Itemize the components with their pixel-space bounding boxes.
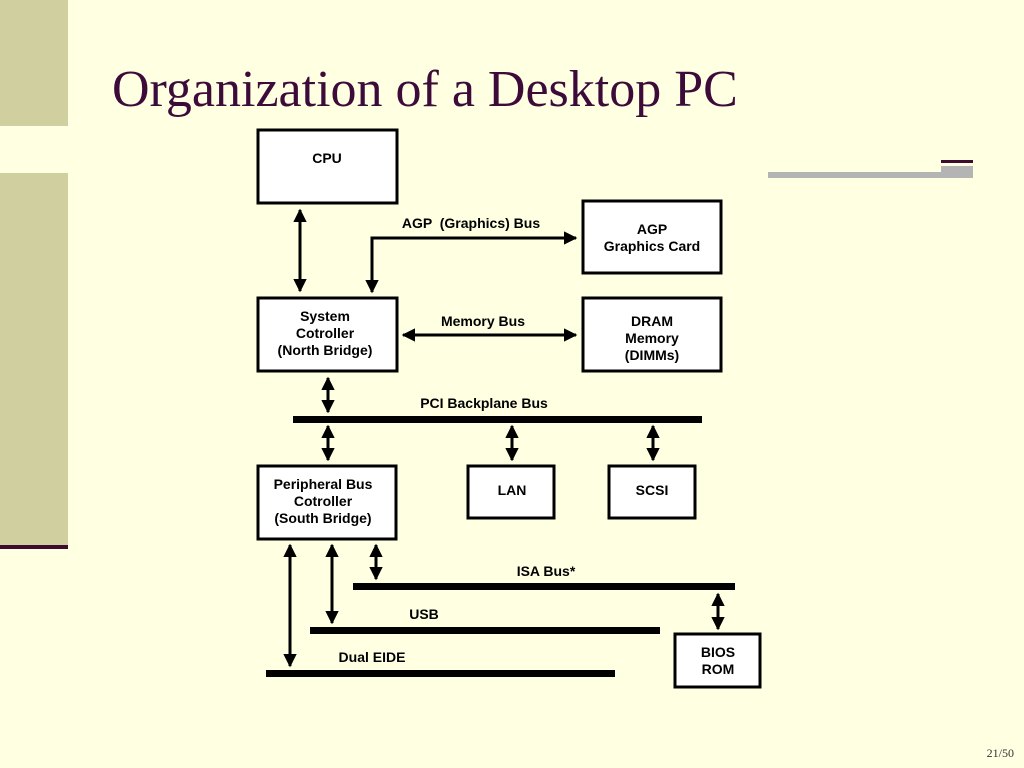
decorative-mark-dark [941,160,973,163]
scsi-box [607,464,697,520]
left-accent-bar-bottom [0,173,68,545]
bios-label-line1: BIOS [701,644,735,660]
lan-label: LAN [498,482,527,498]
dual-eide-label: Dual EIDE [339,649,406,665]
bios-rom-box [673,632,762,689]
dram-label-line3: (DIMMs) [625,347,679,363]
dram-label-line1: DRAM [631,313,673,329]
usb-bus [310,627,660,634]
dram-label-line2: Memory [625,330,679,346]
memory-bus-label: Memory Bus [441,313,525,329]
north-bridge-box [256,296,399,373]
bios-label-line2: ROM [702,661,735,677]
usb-label: USB [409,606,439,622]
agp-card-box [581,199,723,275]
left-accent-rule [0,545,68,549]
cpu-label: CPU [312,150,342,166]
south-bridge-box [256,464,398,541]
page-number: 21/50 [986,746,1014,760]
lan-box [466,464,556,520]
scsi-label: SCSI [636,482,669,498]
dram-box [581,296,723,373]
south-bridge-label-line1: Peripheral Bus [274,476,373,492]
agp-card-label-line1: AGP [637,221,667,237]
north-bridge-label-line1: System [300,308,350,324]
isa-bus [353,583,735,590]
south-bridge-label-line2: Cotroller [294,493,353,509]
agp-card-label-line2: Graphics Card [604,238,700,254]
slide-title: Organization of a Desktop PC [112,61,738,118]
cpu-box [256,128,399,205]
north-bridge-label-line2: Cotroller [296,325,355,341]
pci-bus [293,416,702,423]
pci-bus-label: PCI Backplane Bus [420,395,548,411]
south-bridge-label-line3: (South Bridge) [274,510,371,526]
agp-bus-label: AGP (Graphics) Bus [402,215,540,231]
agp-bus-link [365,231,578,294]
left-accent-bar-top [0,0,68,126]
decorative-mark-gray [941,166,973,172]
decorative-rule [768,172,973,178]
dual-eide-bus [266,670,615,677]
isa-bus-label: ISA Bus* [517,563,576,579]
north-bridge-label-line3: (North Bridge) [278,342,373,358]
